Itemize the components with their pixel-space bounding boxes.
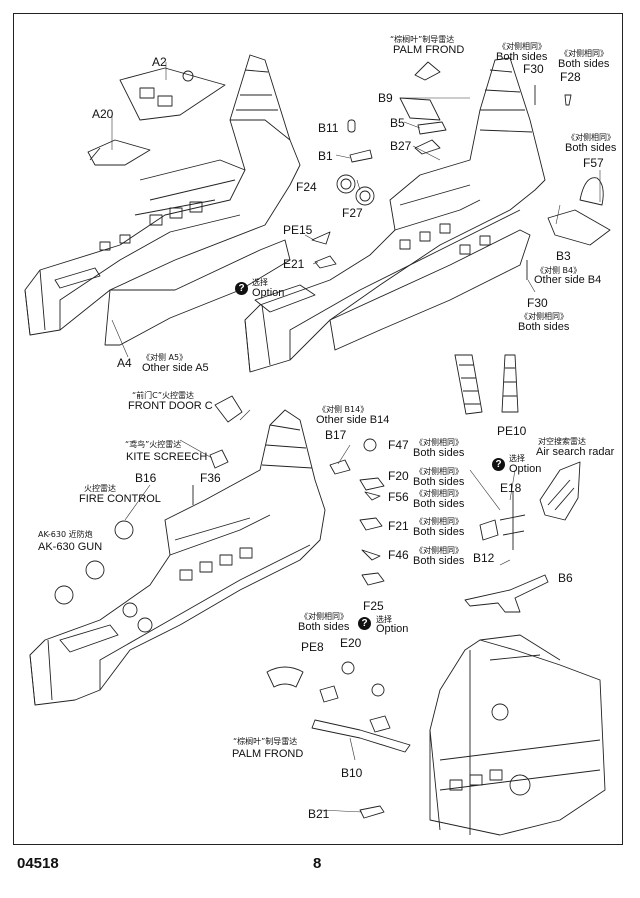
both-sides-cn: 《对侧相同》	[520, 312, 568, 321]
both-sides-en: Both sides	[565, 142, 617, 154]
part-label-f21: F21	[388, 519, 409, 533]
front-door-cn: “前门C”火控雷达	[132, 391, 195, 400]
other-side-b4-en: Other side B4	[534, 274, 602, 286]
both-sides-cn: 《对侧相同》	[415, 467, 463, 476]
fire-control-en: FIRE CONTROL	[79, 493, 161, 505]
option-icon: ?	[492, 458, 505, 471]
part-label-e18: E18	[500, 481, 522, 495]
both-sides-en: Both sides	[413, 555, 465, 567]
part-label-b12: B12	[473, 551, 495, 565]
both-sides-cn: 《对侧相同》	[415, 517, 463, 526]
both-sides-cn: 《对侧相同》	[498, 42, 546, 51]
part-label-b1: B1	[318, 149, 333, 163]
other-side-a5-en: Other side A5	[142, 362, 209, 374]
other-side-b14-cn: 《对侧 B14》	[318, 405, 369, 414]
hull-assembly-bottom-right	[266, 634, 606, 836]
part-label-b6: B6	[558, 571, 573, 585]
option-en: Option	[376, 623, 409, 635]
other-side-a5-cn: 《对侧 A5》	[142, 353, 188, 362]
air-search-cn: 对空搜索雷达	[538, 437, 586, 446]
option-cn: 选择	[509, 454, 525, 463]
option-cn: 选择	[252, 278, 268, 287]
ak630-cn: AK-630 近防炮	[38, 530, 93, 539]
part-label-b21: B21	[308, 807, 330, 821]
both-sides-cn: 《对侧相同》	[560, 49, 608, 58]
part-label-f20: F20	[388, 469, 409, 483]
both-sides-cn: 《对侧相同》	[415, 546, 463, 555]
part-label-f25: F25	[363, 599, 384, 613]
both-sides-en: Both sides	[413, 526, 465, 538]
both-sides-en: Both sides	[413, 476, 465, 488]
part-label-f56: F56	[388, 490, 409, 504]
part-label-b11: B11	[318, 121, 339, 135]
hull-assembly-bottom-left	[29, 395, 385, 706]
part-label-e20: E20	[340, 636, 362, 650]
palm-frond-en: PALM FROND	[393, 44, 465, 56]
part-label-f46: F46	[388, 548, 409, 562]
palm-frond-2-en: PALM FROND	[232, 748, 304, 760]
both-sides-cn: 《对侧相同》	[567, 133, 615, 142]
leader-lines	[111, 62, 601, 813]
option-cn: 选择	[376, 615, 392, 624]
part-label-b16: B16	[135, 471, 157, 485]
kite-en: KITE SCREECH	[126, 451, 208, 463]
other-side-b14-en: Other side B14	[316, 414, 390, 426]
front-door-en: FRONT DOOR C	[128, 400, 213, 412]
fire-control-cn: 火控雷达	[84, 484, 116, 493]
part-label-f24: F24	[296, 180, 317, 194]
part-label-b27: B27	[390, 139, 412, 153]
kite-cn: “鸢鸟”火控雷达	[125, 440, 182, 449]
part-label-f36: F36	[200, 471, 221, 485]
part-label-f47: F47	[388, 438, 409, 452]
both-sides-en: Both sides	[413, 447, 465, 459]
option-icon: ?	[358, 617, 371, 630]
kit-code: 04518	[17, 855, 59, 872]
both-sides-en: Both sides	[558, 58, 610, 70]
part-label-b9: B9	[378, 91, 393, 105]
both-sides-en: Both sides	[496, 51, 548, 63]
part-label-a2: A2	[152, 55, 167, 69]
part-label-a20: A20	[92, 107, 114, 121]
part-label-e21: E21	[283, 257, 305, 271]
part-label-f28: F28	[560, 70, 581, 84]
part-label-b5: B5	[390, 116, 405, 130]
both-sides-en: Both sides	[413, 498, 465, 510]
palm-frond-cn: “棕榈叶”制导雷达	[390, 35, 455, 44]
part-label-b10: B10	[341, 766, 363, 780]
ak630-en: AK-630 GUN	[38, 541, 103, 553]
both-sides-cn: 《对侧相同》	[415, 489, 463, 498]
air-search-en: Air search radar	[536, 446, 615, 458]
part-label-b3: B3	[556, 249, 571, 263]
both-sides-en: Both sides	[298, 621, 350, 633]
both-sides-cn: 《对侧相同》	[300, 612, 348, 621]
part-label-pe10: PE10	[497, 424, 527, 438]
part-label-f27: F27	[342, 206, 363, 220]
radar-mast-parts	[454, 354, 581, 613]
page-number: 8	[313, 855, 322, 872]
option-en: Option	[509, 463, 542, 475]
part-label-f30: F30	[527, 296, 548, 310]
option-icon: ?	[235, 282, 248, 295]
part-label-pe15: PE15	[283, 223, 313, 237]
both-sides-cn: 《对侧相同》	[415, 438, 463, 447]
part-label-f30: F30	[523, 62, 544, 76]
other-side-b4-cn: 《对侧 B4》	[536, 266, 582, 275]
both-sides-en: Both sides	[518, 321, 570, 333]
part-label-a4: A4	[117, 356, 132, 370]
palm-frond-2-cn: “棕榈叶”制导雷达	[233, 737, 298, 746]
part-label-pe8: PE8	[301, 640, 324, 654]
hull-assembly-top-left	[24, 54, 301, 346]
option-en: Option	[252, 287, 285, 299]
page-border	[13, 13, 623, 845]
part-label-f57: F57	[583, 156, 604, 170]
part-label-b17: B17	[325, 428, 347, 442]
